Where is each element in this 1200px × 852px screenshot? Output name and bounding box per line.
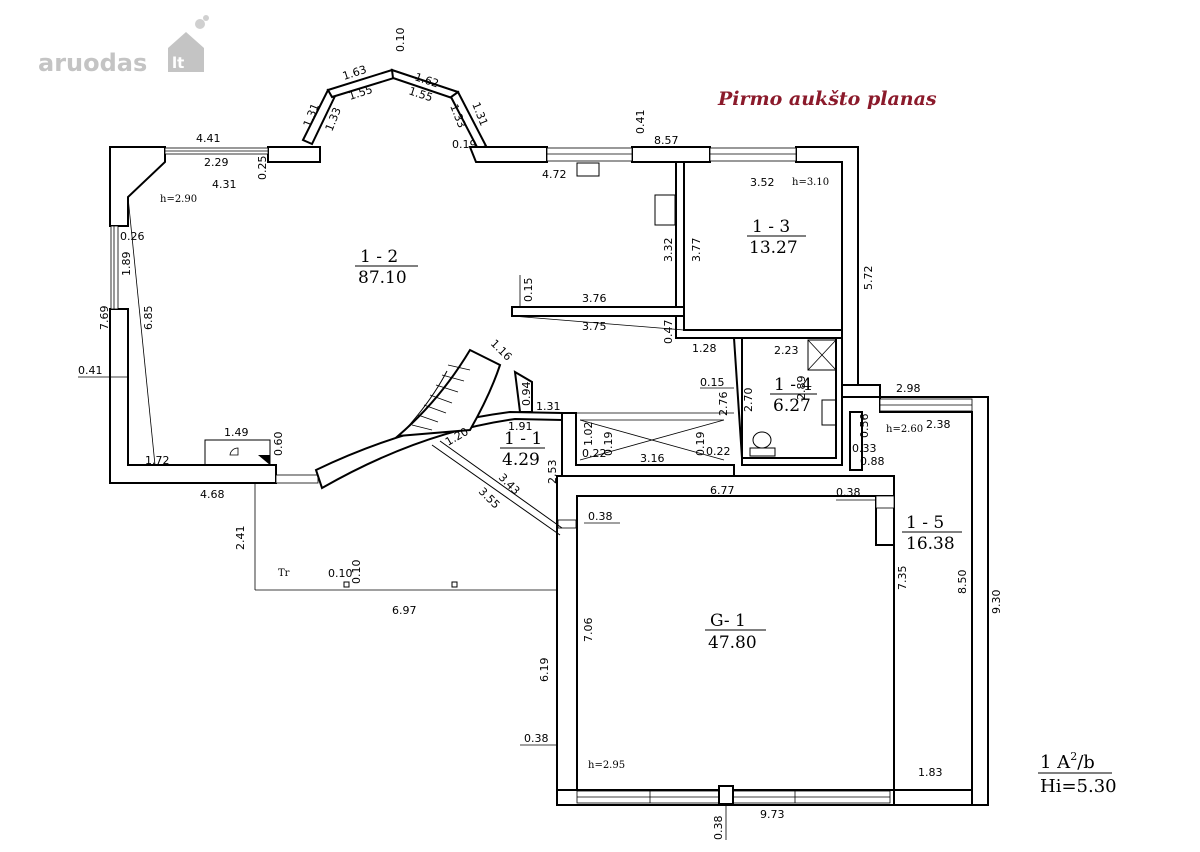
dim-label: 1.28 <box>692 342 717 355</box>
dim-label: 3.75 <box>582 320 607 333</box>
room-id: 1 - 1 <box>504 429 542 449</box>
dim-label: 1.83 <box>918 766 943 779</box>
room-id: G- 1 <box>710 611 746 631</box>
dim-label: 2.76 <box>717 392 730 417</box>
dim-label: 0.26 <box>120 230 145 243</box>
dim-label: 1.91 <box>508 420 533 433</box>
logo-suffix: lt <box>172 54 184 72</box>
room-area: 4.29 <box>502 450 540 470</box>
summary-line2: Hi=5.30 <box>1040 776 1117 797</box>
dim-label: 2.41 <box>234 526 247 551</box>
summary-line1: 1 A2/b <box>1040 750 1095 773</box>
dim-label: 9.73 <box>760 808 785 821</box>
dim-label: 3.77 <box>690 238 703 263</box>
dim-label: 2.89 <box>795 376 808 401</box>
dim-label: 0.19 <box>694 432 707 457</box>
room-labels: 1 - 2 87.10 1 - 3 13.27 1 - 4 6.27 1 - 1… <box>355 217 962 653</box>
dim-label: 3.52 <box>750 176 775 189</box>
dim-label: 2.23 <box>774 344 799 357</box>
room-id: 1 - 4 <box>774 375 812 395</box>
dim-label: 2.38 <box>926 418 951 431</box>
windows <box>110 147 973 805</box>
dim-label: 4.41 <box>196 132 221 145</box>
dim-label: 9.30 <box>990 590 1003 615</box>
dim-label: 0.22 <box>706 445 731 458</box>
dim-label: 4.31 <box>212 178 237 191</box>
dim-label: 0.25 <box>256 156 269 181</box>
dim-label: 5.72 <box>862 266 875 291</box>
dim-label: 7.69 <box>98 306 111 331</box>
height-notes: h=2.90 h=3.10 h=2.60 h=2.95 <box>160 177 923 771</box>
interior-lines <box>127 162 837 591</box>
dim-label: 0.38 <box>588 510 613 523</box>
dim-label: 1.31 <box>536 400 561 413</box>
smoke-icon <box>195 19 205 29</box>
dim-label: 6.85 <box>142 306 155 331</box>
room-id: 1 - 5 <box>906 513 944 533</box>
dim-label: 0.15 <box>700 376 725 389</box>
dim-label: 0.10 <box>394 28 407 53</box>
dim-label: 4.68 <box>200 488 225 501</box>
dim-label: 0.22 <box>582 447 607 460</box>
dim-label: 0.10 <box>328 567 353 580</box>
dim-label: 2.53 <box>546 460 559 485</box>
dim-label: 7.06 <box>582 618 595 643</box>
height-note: h=2.90 <box>160 194 197 205</box>
room-area: 13.27 <box>749 238 798 258</box>
dim-label: 0.41 <box>634 110 647 135</box>
dim-label: 2.29 <box>204 156 229 169</box>
house-icon <box>168 32 204 72</box>
dimension-leaders <box>78 275 876 840</box>
dim-label: 0.88 <box>860 455 885 468</box>
dim-label: 4.72 <box>542 168 567 181</box>
dim-label: 2.70 <box>742 388 755 413</box>
dim-label: 1.49 <box>224 426 249 439</box>
stair <box>314 348 563 536</box>
dim-label: 0.38 <box>836 486 861 499</box>
height-note: h=3.10 <box>792 177 829 188</box>
room-area: 6.27 <box>773 396 811 416</box>
dim-label: 3.55 <box>476 485 503 512</box>
dim-label: 1.89 <box>120 252 133 277</box>
dim-label: 0.60 <box>272 432 285 457</box>
dim-label: 1.02 <box>582 422 595 447</box>
dim-label: 0.41 <box>78 364 103 377</box>
dim-label: 0.15 <box>522 278 535 303</box>
dim-label: 0.19 <box>452 138 477 151</box>
dim-label: 8.50 <box>956 570 969 595</box>
dim-label: 1.16 <box>488 337 515 364</box>
dim-label: 3.16 <box>640 452 665 465</box>
dim-label: 0.47 <box>662 320 675 345</box>
dim-label: 0.94 <box>520 382 533 407</box>
room-area: 47.80 <box>708 633 757 653</box>
tr-label: Tr <box>278 568 290 579</box>
room-area: 87.10 <box>358 268 407 288</box>
dim-label: 3.32 <box>662 238 675 263</box>
dim-label: 2.98 <box>896 382 921 395</box>
height-note: h=2.95 <box>588 760 625 771</box>
height-note: h=2.60 <box>886 424 923 435</box>
dim-label: 3.76 <box>582 292 607 305</box>
dim-label: 1.72 <box>145 454 170 467</box>
aruodas-logo: aruodas lt <box>38 15 209 77</box>
dim-label: 0.38 <box>712 816 725 841</box>
dim-label: 0.33 <box>852 442 877 455</box>
dim-label: 0.38 <box>524 732 549 745</box>
dim-label: 6.19 <box>538 658 551 683</box>
dim-label: 8.57 <box>654 134 679 147</box>
dim-label: 0.10 <box>350 560 363 585</box>
room-area: 16.38 <box>906 534 955 554</box>
dim-label: 6.97 <box>392 604 417 617</box>
summary-block: 1 A2/b Hi=5.30 <box>1038 750 1117 797</box>
dim-label: 0.56 <box>858 414 871 439</box>
room-id: 1 - 3 <box>752 217 790 237</box>
dim-label: 0.19 <box>602 432 615 457</box>
logo-text: aruodas <box>38 49 147 77</box>
room-id: 1 - 2 <box>360 247 398 267</box>
plan-title: Pirmo aukšto planas <box>717 88 937 110</box>
dim-label: 7.35 <box>896 566 909 591</box>
dim-label: 6.77 <box>710 484 735 497</box>
